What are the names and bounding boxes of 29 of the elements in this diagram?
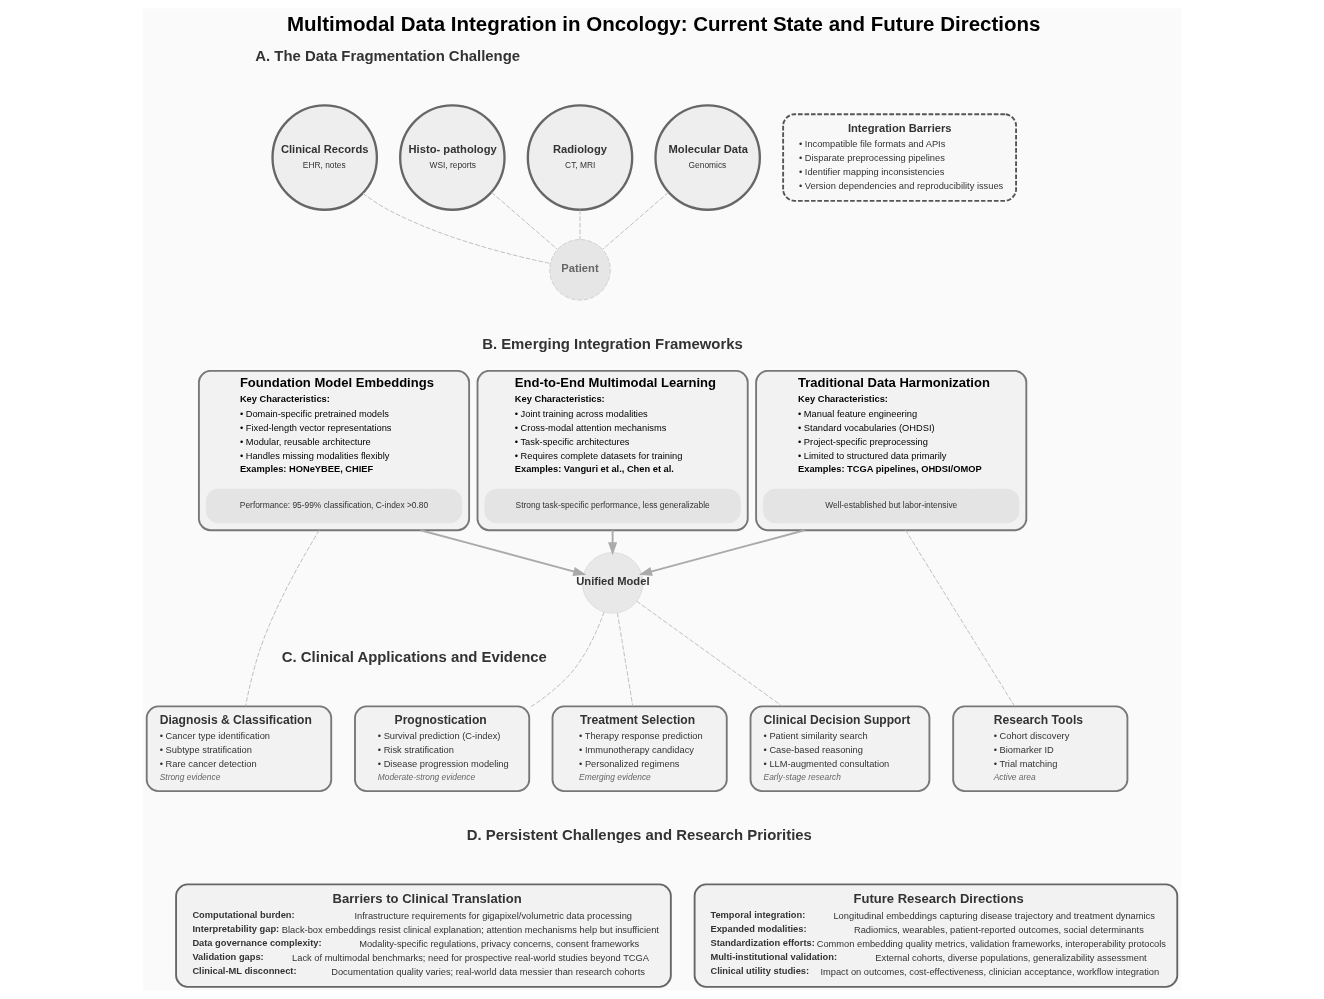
connector — [636, 600, 783, 707]
node-circle: Clinical Records EHR, notes — [271, 104, 379, 211]
node-circle: Radiology CT, MRI — [526, 104, 634, 211]
label: D. Persistent Challenges and Research Priorities — [466, 827, 812, 844]
connector — [905, 529, 1015, 707]
label: B. Emerging Integration Frameworks — [482, 336, 743, 353]
arrow — [608, 529, 618, 556]
node-box: Future Research Directions Temporal integration: Longitudinal embeddings capturing disease trajectory and treatment dynamics Expanded modalities: Radiomics, wearables, patient-reported outcomes, social determinants Standardization efforts: Common embedding quality metrics, validation frameworks, interoperability protocols Multi-institutional validation: External cohorts, diverse populations, generalizability assessment Clinical utility studies: Impact on outcomes, cost-effectiveness, clinician acceptance, workflow integration — [693, 883, 1179, 988]
arrow — [419, 529, 587, 576]
connector — [602, 192, 669, 250]
arrow — [639, 529, 806, 576]
connector — [616, 612, 634, 707]
node-box: Barriers to Clinical Translation Computational burden: Infrastructure requirements for gigapixel/volumetric data processing Interpretability gap: Black-box embeddings resist clinical explanation; attention mechanisms help but insufficient Data governance complexity: Modality-specific regulations, privacy concerns, consent frameworks Validation gaps: Lack of multimodal benchmarks; need for prospective real-world studies beyond TCGA Clinical-ML disconnect: Documentation quality varies; real-world data messier than research cohorts — [175, 883, 672, 988]
connector — [362, 192, 551, 264]
connector — [245, 529, 320, 707]
node-box: Clinical Decision Support • Patient similarity search • Case-based reasoning • LLM-augmented consultation Early-stage research — [749, 705, 931, 793]
node-circle: Histo- pathology WSI, reports — [399, 104, 506, 211]
label: A. The Data Fragmentation Challenge — [255, 48, 521, 65]
diagram-title: Multimodal Data Integration in Oncology: Current State and Future Directions — [286, 12, 1041, 36]
node-circle: Patient — [549, 239, 611, 301]
node-circle: Molecular Data Genomics — [654, 104, 761, 211]
connector — [491, 192, 558, 250]
node-box: Research Tools • Cohort discovery • Biomarker ID • Trial matching Active area — [952, 705, 1129, 793]
node-box: Integration Barriers • Incompatible file formats and APIs • Disparate preprocessing pipelines • Identifier mapping inconsistencies • Version dependencies and reproducibility issues — [782, 113, 1017, 202]
label: C. Clinical Applications and Evidence — [281, 649, 547, 666]
node-box: Prognostication • Survival prediction (C-index) • Risk stratification • Disease progression modeling Moderate-strong evidence — [354, 705, 531, 793]
node-box: Treatment Selection • Therapy response prediction • Immunotherapy candidacy • Personalized regimens Emerging evidence — [551, 705, 728, 793]
connector — [528, 611, 605, 709]
node-box: Diagnosis & Classification • Cancer type identification • Subtype stratification • Rare cancer detection Strong evidence — [145, 705, 333, 793]
